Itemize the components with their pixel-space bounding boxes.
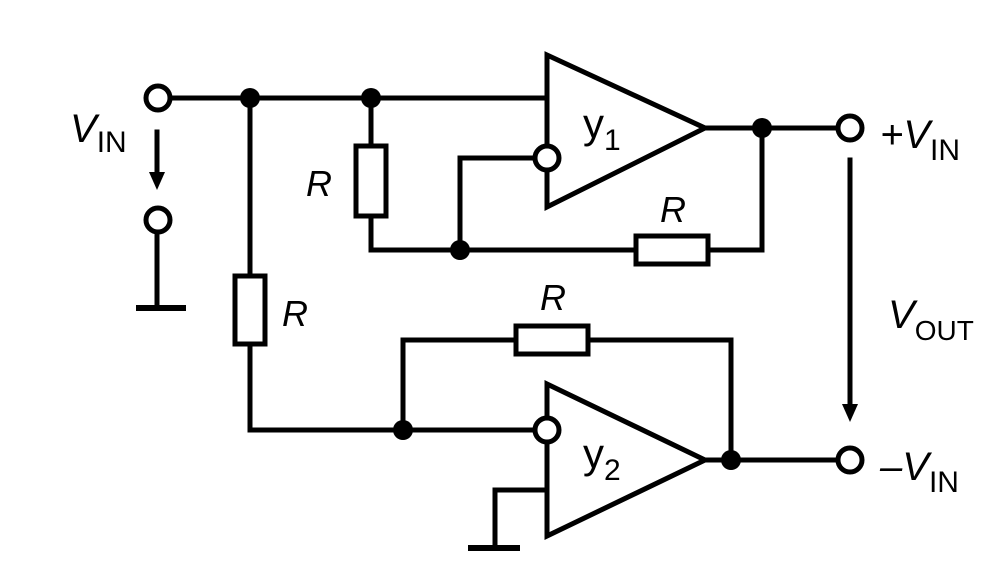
output-minus-label-sub: IN — [929, 466, 959, 499]
output-plus-label-sub: IN — [930, 134, 960, 167]
op-amp-y2-label: y2 — [583, 430, 621, 487]
r-feedback-top-label: R — [660, 189, 686, 230]
top-amplifier-network — [240, 51, 865, 267]
junction-dot-top-feedback — [450, 240, 470, 260]
vin-label-sub: IN — [97, 126, 127, 159]
output-plus-label: +VIN — [880, 113, 960, 167]
vout-arrow-head — [842, 404, 858, 422]
resistor-r-feedback-top — [633, 233, 711, 267]
junction-dot-top-output — [752, 118, 772, 138]
vout-label: VOUT — [888, 293, 974, 346]
junction-dot-r-top — [361, 88, 381, 108]
r-feedback-bottom-label: R — [540, 277, 566, 318]
resistor-r-left — [232, 273, 268, 347]
op-amp-y1-label-main: y — [583, 100, 604, 147]
op-amp-y1-label: y1 — [583, 100, 621, 157]
vout-arrow — [842, 157, 858, 422]
vin-arrow-head — [149, 172, 165, 190]
input-ground-terminal — [143, 205, 173, 235]
junction-dot-bottom-feedback — [393, 420, 413, 440]
output-minus-label-main: –V — [879, 445, 932, 489]
resistor-r-feedback-bottom — [513, 323, 591, 357]
r-left-label: R — [282, 293, 308, 334]
op-amp-y2 — [544, 380, 711, 540]
vin-label-main: V — [70, 107, 100, 151]
input-terminal — [143, 83, 173, 113]
op-amp-y1 — [544, 51, 711, 212]
op-amp-y2-inverting-input — [532, 415, 562, 445]
resistor-r-top — [353, 143, 389, 219]
op-amp-y1-inverting-input — [532, 143, 562, 173]
junction-dot-bottom-output — [721, 450, 741, 470]
input-section — [136, 83, 550, 311]
output-terminal-minus — [835, 445, 865, 475]
vin-label: VIN — [70, 107, 127, 159]
vout-label-main: V — [888, 293, 918, 337]
op-amp-y1-label-sub: 1 — [604, 124, 621, 157]
output-minus-label: –VIN — [879, 445, 959, 499]
op-amp-y2-label-sub: 2 — [604, 454, 621, 487]
bottom-amplifier-network — [232, 95, 865, 551]
op-amp-y2-label-main: y — [583, 430, 604, 477]
output-plus-label-main: +V — [880, 113, 933, 157]
r-top-label: R — [306, 163, 332, 204]
output-terminal-plus — [835, 113, 865, 143]
vout-label-sub: OUT — [915, 315, 974, 346]
